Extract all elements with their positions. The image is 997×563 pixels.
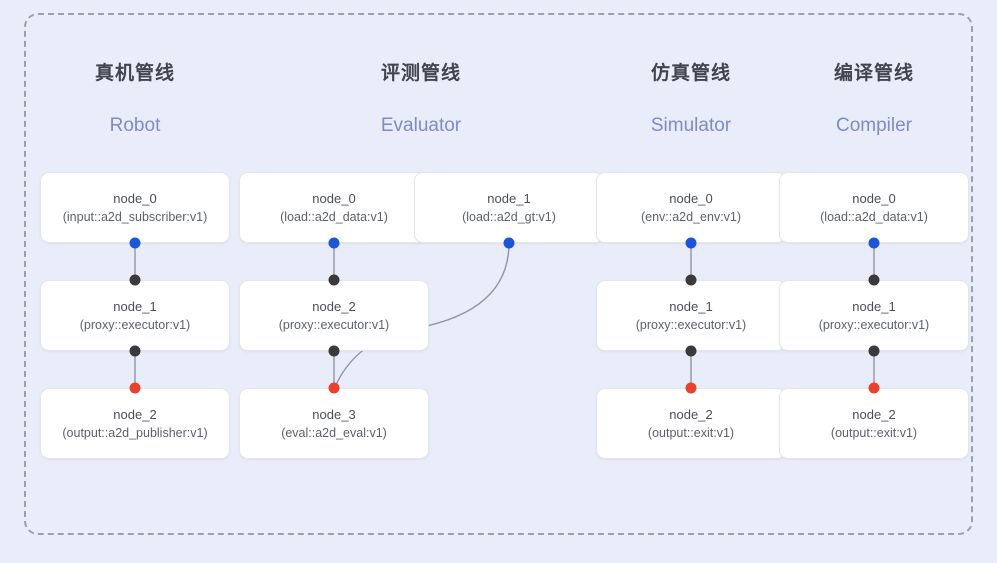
port-output-robot-0[interactable] — [129, 237, 141, 249]
node-subtitle: (output::exit:v1) — [830, 425, 918, 440]
port-output-evaluator-0[interactable] — [328, 237, 340, 249]
port-input-robot-1[interactable] — [129, 274, 141, 286]
port-output-evaluator-2[interactable] — [328, 345, 340, 357]
node-subtitle: (output::a2d_publisher:v1) — [62, 425, 208, 440]
column-title-en-robot: Robot — [109, 115, 161, 136]
node-compiler-0[interactable]: node_0 (load::a2d_data:v1) — [779, 172, 969, 243]
node-subtitle: (proxy::executor:v1) — [278, 317, 390, 332]
node-subtitle: (proxy::executor:v1) — [818, 317, 930, 332]
column-title-en-compiler: Compiler — [835, 115, 913, 136]
node-title: node_3 — [312, 406, 356, 422]
column-header-simulator: 仿真管线 Simulator — [581, 62, 801, 138]
node-simulator-1[interactable]: node_1 (proxy::executor:v1) — [596, 280, 786, 351]
node-compiler-1[interactable]: node_1 (proxy::executor:v1) — [779, 280, 969, 351]
node-evaluator-2[interactable]: node_2 (proxy::executor:v1) — [239, 280, 429, 351]
column-title-cn-compiler: 编译管线 — [833, 63, 914, 84]
port-input-simulator-1[interactable] — [685, 274, 697, 286]
port-output-compiler-0[interactable] — [868, 237, 880, 249]
diagram-dashed-frame — [24, 13, 973, 535]
node-title: node_0 — [312, 190, 356, 206]
node-title: node_0 — [113, 190, 157, 206]
node-title: node_0 — [852, 190, 896, 206]
node-robot-0[interactable]: node_0 (input::a2d_subscriber:v1) — [40, 172, 230, 243]
port-input-robot-2[interactable] — [129, 382, 141, 394]
node-title: node_2 — [852, 406, 896, 422]
column-title-cn-evaluator: 评测管线 — [380, 63, 461, 84]
node-title: node_2 — [312, 298, 356, 314]
column-header-robot: 真机管线 Robot — [25, 62, 245, 138]
port-input-evaluator-3[interactable] — [328, 382, 340, 394]
node-subtitle: (load::a2d_data:v1) — [820, 209, 928, 224]
node-evaluator-3[interactable]: node_3 (eval::a2d_eval:v1) — [239, 388, 429, 459]
column-title-cn-robot: 真机管线 — [94, 63, 175, 84]
node-subtitle: (output::exit:v1) — [647, 425, 735, 440]
node-compiler-2[interactable]: node_2 (output::exit:v1) — [779, 388, 969, 459]
port-input-evaluator-2[interactable] — [328, 274, 340, 286]
node-subtitle: (proxy::executor:v1) — [635, 317, 747, 332]
port-output-evaluator-1[interactable] — [503, 237, 515, 249]
node-title: node_2 — [669, 406, 713, 422]
node-subtitle: (eval::a2d_eval:v1) — [281, 425, 387, 440]
node-title: node_1 — [852, 298, 896, 314]
port-input-compiler-2[interactable] — [868, 382, 880, 394]
node-subtitle: (proxy::executor:v1) — [79, 317, 191, 332]
node-simulator-0[interactable]: node_0 (env::a2d_env:v1) — [596, 172, 786, 243]
port-output-compiler-1[interactable] — [868, 345, 880, 357]
node-title: node_1 — [669, 298, 713, 314]
node-evaluator-0[interactable]: node_0 (load::a2d_data:v1) — [239, 172, 429, 243]
port-input-simulator-2[interactable] — [685, 382, 697, 394]
node-evaluator-1[interactable]: node_1 (load::a2d_gt:v1) — [414, 172, 604, 243]
port-output-robot-1[interactable] — [129, 345, 141, 357]
column-header-compiler: 编译管线 Compiler — [764, 62, 984, 138]
node-subtitle: (load::a2d_data:v1) — [280, 209, 388, 224]
port-input-compiler-1[interactable] — [868, 274, 880, 286]
column-header-evaluator: 评测管线 Evaluator — [311, 62, 531, 138]
port-output-simulator-0[interactable] — [685, 237, 697, 249]
port-output-simulator-1[interactable] — [685, 345, 697, 357]
column-title-cn-simulator: 仿真管线 — [650, 63, 731, 84]
node-subtitle: (input::a2d_subscriber:v1) — [62, 209, 208, 224]
column-title-en-simulator: Simulator — [650, 115, 732, 136]
node-subtitle: (env::a2d_env:v1) — [640, 209, 742, 224]
node-title: node_1 — [113, 298, 157, 314]
node-subtitle: (load::a2d_gt:v1) — [462, 209, 556, 224]
node-robot-2[interactable]: node_2 (output::a2d_publisher:v1) — [40, 388, 230, 459]
node-robot-1[interactable]: node_1 (proxy::executor:v1) — [40, 280, 230, 351]
node-title: node_2 — [113, 406, 157, 422]
column-title-en-evaluator: Evaluator — [380, 115, 462, 136]
node-title: node_1 — [487, 190, 531, 206]
node-title: node_0 — [669, 190, 713, 206]
node-simulator-2[interactable]: node_2 (output::exit:v1) — [596, 388, 786, 459]
